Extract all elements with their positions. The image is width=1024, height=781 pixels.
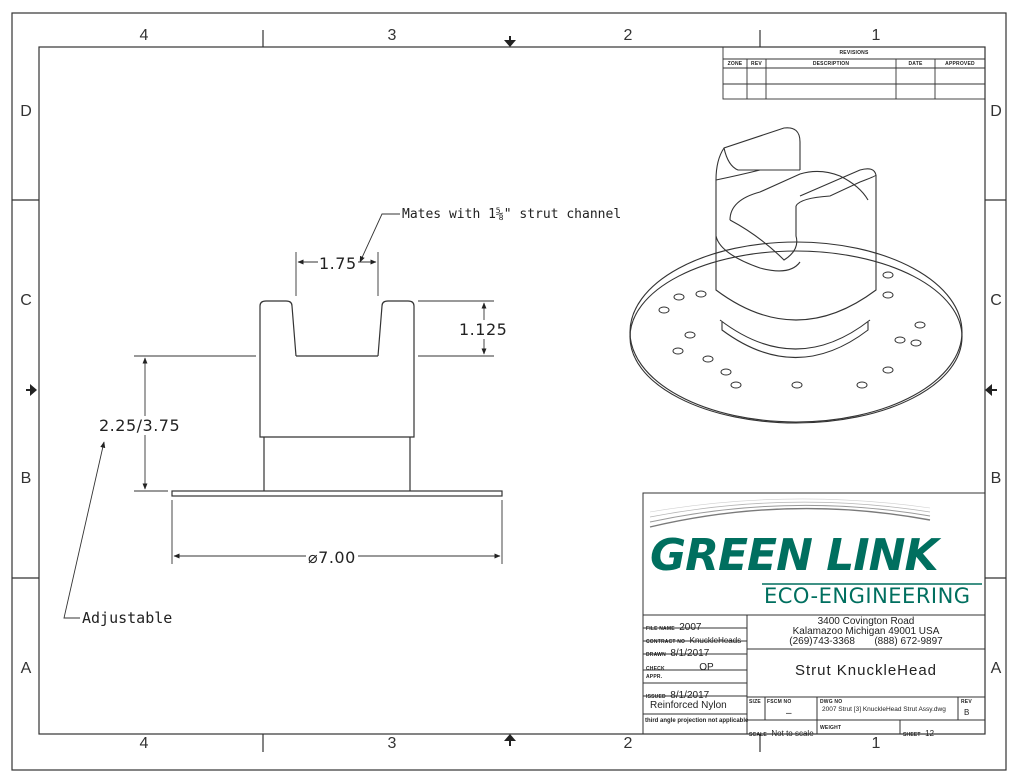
tb-weight-label: WEIGHT (820, 725, 842, 731)
tb-file-name-label: FILE NAME (646, 626, 675, 632)
logo-eco-engineering: ECO-ENGINEERING (764, 584, 971, 608)
dim-slot-width: 1.75 (318, 254, 358, 273)
rev-header-description: DESCRIPTION (812, 61, 850, 67)
logo-swoosh (649, 498, 931, 528)
isometric-view (629, 127, 963, 424)
revisions-title: REVISIONS (839, 50, 869, 56)
tb-file-name-row: FILE NAME 2007 (646, 617, 701, 635)
note-adjustable: Adjustable (82, 609, 173, 627)
zone-col-4-top: 4 (139, 27, 149, 44)
tb-phone: (269)743-3368 (888) 672-9897 (789, 636, 943, 647)
tb-rev-label: REV (961, 699, 972, 705)
outer-border (11, 12, 1007, 771)
tb-drawn-row: DRAWN 8/1/2017 (646, 643, 709, 661)
zone-col-1-bottom: 1 (871, 735, 881, 752)
tb-check-value: OP (699, 662, 714, 673)
revisions-block (722, 46, 986, 100)
tb-address: 3400 Covington Road Kalamazoo Michigan 4… (747, 617, 985, 647)
zone-ticks (12, 30, 1006, 752)
tb-drawn-label: DRAWN (646, 652, 666, 658)
tb-sheet-label: SHEET (903, 732, 921, 738)
zone-row-b-right: B (990, 470, 1002, 487)
zone-row-b-left: B (20, 470, 32, 487)
zone-col-3-top: 3 (387, 27, 397, 44)
tb-contract-row: CONTRACT NO KnuckleHeads (646, 630, 741, 648)
tb-sheet-row: SHEET 12 (903, 723, 934, 741)
tb-issued-label: ISSUED (646, 694, 666, 700)
note-strut-channel: Mates with 1⅝" strut channel (402, 207, 622, 222)
tb-projection: third angle projection not applicable (645, 718, 749, 724)
zone-col-4-bottom: 4 (139, 735, 149, 752)
front-view (171, 300, 503, 497)
zone-row-a-right: A (990, 660, 1002, 677)
tb-material: Reinforced Nylon (650, 700, 727, 711)
tb-size-label: SIZE (749, 699, 761, 705)
tb-file-name-value: 2007 (679, 622, 702, 633)
title-block-frame (642, 492, 986, 735)
tb-dwg-value: 2007 Strut [3] KnuckleHead Strut Assy.dw… (822, 706, 946, 713)
tb-rev-value: B (964, 708, 970, 717)
zone-row-a-left: A (20, 660, 32, 677)
zone-col-3-bottom: 3 (387, 735, 397, 752)
tb-scale-value: Not to scale (771, 729, 814, 738)
rev-header-rev: REV (751, 61, 762, 67)
tb-check-row: CHECK OP (646, 657, 714, 675)
zone-row-c-left: C (20, 292, 32, 309)
tb-scale-row: SCALE Not to scale (749, 723, 814, 741)
tb-drawn-value: 8/1/2017 (670, 648, 710, 659)
tb-contract-value: KnuckleHeads (689, 636, 742, 645)
tb-scale-label: SCALE (749, 732, 767, 738)
dim-flange-diameter: ⌀7.00 (306, 548, 358, 567)
zone-row-d-right: D (990, 103, 1002, 120)
tb-address-line1: 3400 Covington Road (817, 616, 915, 627)
tb-sheet-value: 12 (925, 729, 935, 738)
tb-fscm-label: FSCM NO (767, 699, 792, 705)
tb-address-line2: Kalamazoo Michigan 49001 USA (792, 626, 940, 637)
tb-issued-row: ISSUED 8/1/2017 (646, 685, 709, 703)
dim-jaw-height: 1.125 (458, 320, 509, 339)
rev-header-zone: ZONE (727, 61, 743, 67)
tb-check-label: CHECK (646, 666, 665, 672)
zone-row-d-left: D (20, 103, 32, 120)
flange-holes (658, 271, 926, 389)
rev-header-date: DATE (908, 61, 923, 67)
tb-contract-label: CONTRACT NO (646, 639, 686, 645)
zone-row-c-right: C (990, 292, 1002, 309)
zone-col-1-top: 1 (871, 27, 881, 44)
tb-dwg-label: DWG NO (820, 699, 843, 705)
inner-border (38, 46, 986, 735)
logo-green-link: GREEN LINK (650, 530, 939, 581)
tb-appr-label: APPR. (646, 674, 663, 680)
tb-issued-value: 8/1/2017 (670, 690, 710, 701)
zone-col-2-bottom: 2 (623, 735, 633, 752)
rev-header-approved: APPROVED (945, 61, 975, 67)
tb-drawing-title: Strut KnuckleHead (794, 662, 938, 679)
centering-marks (26, 36, 997, 746)
tb-fscm-value: – (786, 708, 792, 719)
zone-col-2-top: 2 (623, 27, 633, 44)
dim-body-height: 2.25/3.75 (98, 416, 182, 435)
